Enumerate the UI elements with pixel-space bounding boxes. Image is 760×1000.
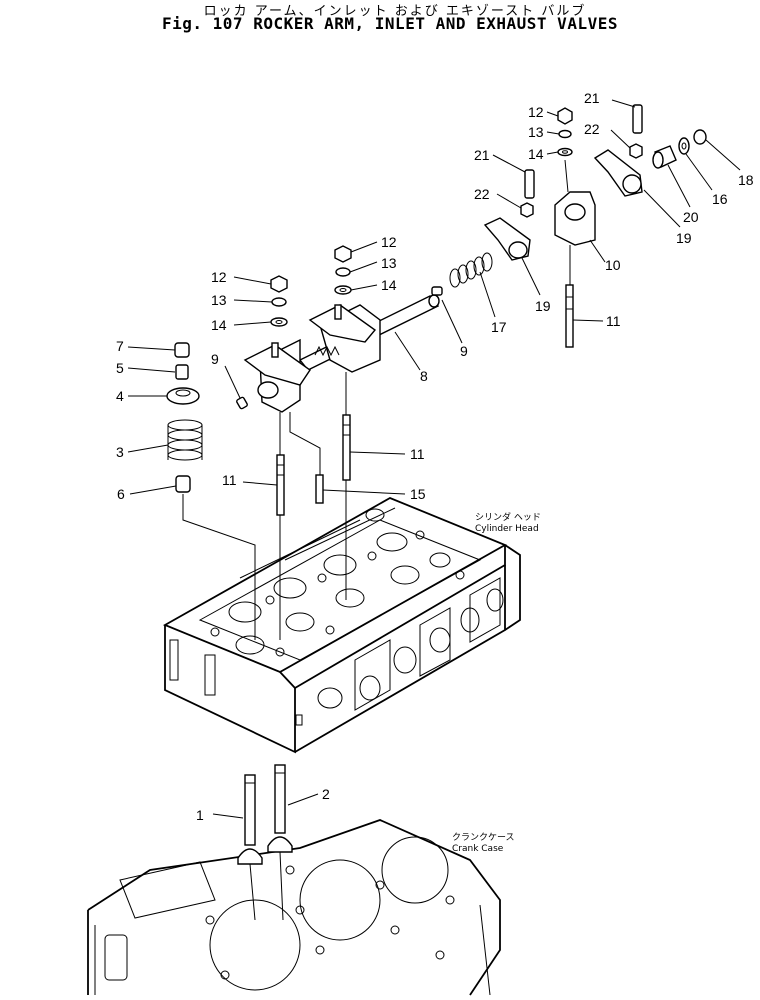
lock-washer-right [558, 129, 572, 139]
callout-label: 22 [474, 186, 490, 202]
spacer-spring-center [314, 345, 340, 357]
callout-label: 3 [116, 444, 124, 460]
dowel-pin [315, 474, 324, 504]
nut-center [334, 245, 352, 263]
crank-case-label-jp: クランクケース [452, 832, 515, 843]
spring-retainer [166, 387, 200, 405]
callout-label: 11 [606, 313, 621, 329]
rocker-arm-19-upper [593, 149, 643, 197]
callout-label: 2 [322, 786, 330, 802]
callout-label: 14 [381, 277, 397, 293]
stud-right [565, 284, 574, 348]
callout-label: 12 [211, 269, 227, 285]
callout-label: 1 [196, 807, 204, 823]
spring-17 [449, 252, 493, 288]
rocker-bracket-10 [554, 191, 596, 246]
title-japanese: ロッカ アーム、インレット および エキゾースト バルブ [203, 4, 587, 19]
callout-label: 19 [676, 230, 692, 246]
callout-label: 12 [381, 234, 397, 250]
callout-label: 9 [211, 351, 219, 367]
nut-right [557, 107, 573, 125]
callout-label: 7 [116, 338, 124, 354]
callout-label: 4 [116, 388, 124, 404]
washer-16 [678, 137, 690, 155]
callout-label: 21 [474, 147, 490, 163]
callout-label: 18 [738, 172, 754, 188]
lock-nut-22-lower [520, 202, 534, 218]
bushing-20 [652, 145, 677, 169]
callout-label: 10 [605, 257, 621, 273]
rocker-arm-left [243, 344, 311, 386]
callout-label: 5 [116, 360, 124, 376]
callout-label: 14 [211, 317, 227, 333]
callout-labels: 1 2 3 4 5 6 7 8 9 9 10 11 11 11 12 12 12… [116, 90, 754, 823]
adjust-screw-right [334, 304, 342, 320]
intake-valve [237, 774, 263, 865]
callout-label: 21 [584, 90, 600, 106]
stud-center [342, 414, 351, 481]
callout-label: 11 [222, 472, 237, 488]
callout-label: 15 [410, 486, 426, 502]
cylinder-head-label: Cylinder Head [475, 524, 539, 534]
callout-label: 6 [117, 486, 125, 502]
cylinder-head-label-jp: シリンダ ヘッド [475, 511, 541, 523]
callout-label: 12 [528, 104, 544, 120]
callout-label: 11 [410, 446, 425, 462]
washer-left [270, 317, 288, 327]
figure-title: Fig. 107 ROCKER ARM, INLET AND EXHAUST V… [162, 14, 618, 33]
adjust-screw-21-upper [632, 104, 643, 134]
callout-label: 8 [420, 368, 428, 384]
washer-right [557, 147, 573, 157]
callout-label: 22 [584, 121, 600, 137]
callout-label: 19 [535, 298, 551, 314]
adjust-screw-left [271, 342, 279, 358]
valve-stem-seal [175, 475, 191, 493]
rocker-arm-19-lower [483, 217, 531, 261]
callout-label: 17 [491, 319, 507, 335]
callout-label: 9 [460, 343, 468, 359]
callout-label: 13 [528, 124, 544, 140]
exhaust-valve [267, 764, 293, 853]
washer-center [334, 285, 352, 295]
callout-label: 14 [528, 146, 544, 162]
nut-left [270, 275, 288, 293]
valve-cotter [175, 364, 189, 380]
crank-case-label: Crank Case [452, 844, 504, 854]
set-screw-left [236, 396, 248, 410]
callout-label: 13 [381, 255, 397, 271]
crank-case-illustration [87, 819, 501, 996]
adjust-screw-21-lower [524, 169, 535, 199]
callout-label: 20 [683, 209, 699, 225]
callout-label: 16 [712, 191, 728, 207]
valve-spring [167, 419, 203, 461]
lock-washer-left [271, 297, 287, 307]
lock-nut-22-upper [629, 143, 643, 159]
lock-washer-center [335, 267, 351, 277]
valve-cap [174, 342, 190, 358]
callout-label: 13 [211, 292, 227, 308]
snap-ring-18 [693, 129, 707, 145]
cylinder-head-illustration [162, 497, 521, 754]
leader-lines [127, 99, 741, 819]
set-screw-right [431, 286, 443, 296]
stud-left [276, 454, 285, 516]
